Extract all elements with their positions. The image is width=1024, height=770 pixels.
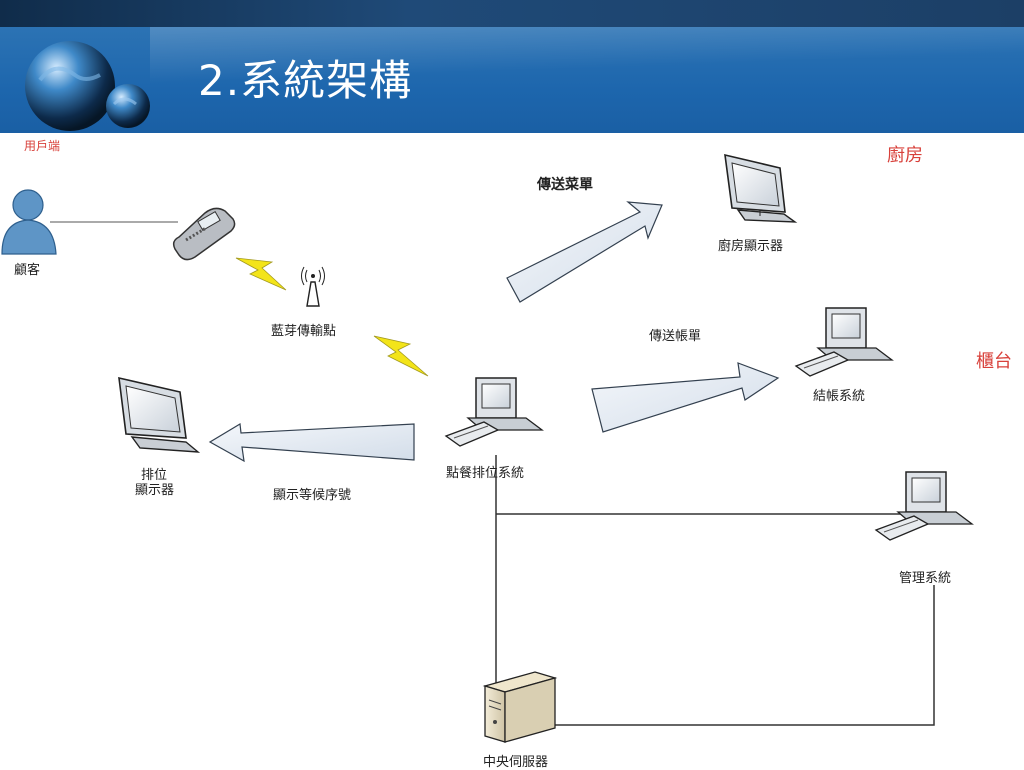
checkout-system-label: 結帳系統 <box>813 389 866 404</box>
slide-title: 2.系統架構 <box>198 56 413 105</box>
line-server-management <box>555 585 935 726</box>
bluetooth-access-point-icon <box>301 266 325 307</box>
ordering-system-label: 點餐排位系統 <box>446 466 525 481</box>
send-menu-arrow <box>506 201 663 303</box>
queue-display-label-line1: 排位 <box>141 468 168 483</box>
bluetooth-ap-label: 藍芽傳輸點 <box>271 324 337 339</box>
kitchen-display-label: 廚房顯示器 <box>718 239 784 254</box>
show-queue-number-label: 顯示等候序號 <box>273 488 352 503</box>
central-server-label: 中央伺服器 <box>483 755 549 770</box>
management-system-computer-icon <box>874 471 974 541</box>
wireless-signal-icon <box>235 257 287 291</box>
queue-display-monitor-icon <box>118 376 201 453</box>
management-system-label: 管理系統 <box>899 571 952 586</box>
show-queue-arrow <box>208 423 415 463</box>
queue-display-label-line2: 顯示器 <box>135 483 175 498</box>
send-menu-label: 傳送菜單 <box>537 177 593 193</box>
top-bar <box>0 0 1024 27</box>
customer-icon <box>1 189 57 255</box>
send-bill-label: 傳送帳單 <box>649 329 702 344</box>
kitchen-label: 廚房 <box>887 145 923 166</box>
user-side-label: 用戶端 <box>24 139 61 153</box>
customer-label: 顧客 <box>14 263 41 278</box>
title-bar <box>0 27 1024 133</box>
ordering-system-computer-icon <box>444 377 544 447</box>
send-bill-arrow <box>591 362 780 433</box>
counter-label: 櫃台 <box>976 351 1012 372</box>
mobile-phone-icon <box>172 207 236 261</box>
checkout-system-computer-icon <box>794 307 894 377</box>
central-server-icon <box>482 671 558 743</box>
kitchen-display-monitor-icon <box>724 153 798 223</box>
wireless-signal-icon <box>373 335 429 377</box>
globe-logo-icon <box>25 41 150 131</box>
